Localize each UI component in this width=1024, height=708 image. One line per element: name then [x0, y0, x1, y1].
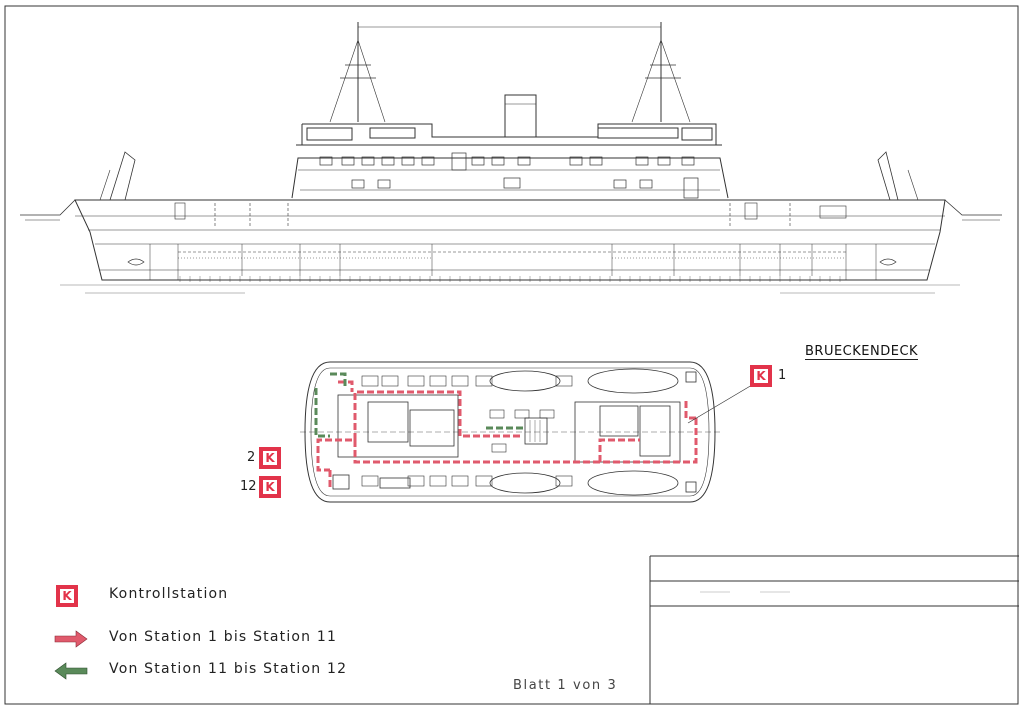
station-12-number: 12 — [240, 479, 257, 494]
legend-route-red-label: Von Station 1 bis Station 11 — [109, 629, 338, 645]
station-2-k-icon: K — [263, 451, 277, 465]
station-1-k-icon: K — [754, 369, 768, 383]
legend-red-arrow — [54, 630, 88, 648]
legend-green-arrow — [54, 662, 88, 680]
station-2-number: 2 — [247, 450, 256, 465]
station-12-marker: K — [259, 476, 281, 498]
station-1-leader — [687, 384, 753, 424]
legend-control-station-label: Kontrollstation — [109, 586, 229, 602]
route-green-path — [314, 372, 525, 438]
legend-control-station-icon: K — [56, 585, 78, 607]
legend-k-letter: K — [60, 589, 74, 603]
station-1-number: 1 — [778, 368, 787, 383]
station-12-k-icon: K — [263, 480, 277, 494]
ship-side-elevation — [20, 22, 1002, 294]
page-frame — [4, 5, 1019, 705]
station-1-marker: K — [750, 365, 772, 387]
bridge-deck-plan — [300, 361, 753, 503]
title-block — [649, 555, 1019, 704]
legend-route-green-label: Von Station 11 bis Station 12 — [109, 661, 348, 677]
deck-title: BRUECKENDECK — [805, 344, 919, 360]
station-2-marker: K — [259, 447, 281, 469]
sheet-number: Blatt 1 von 3 — [513, 678, 618, 693]
route-red-path — [316, 380, 698, 488]
